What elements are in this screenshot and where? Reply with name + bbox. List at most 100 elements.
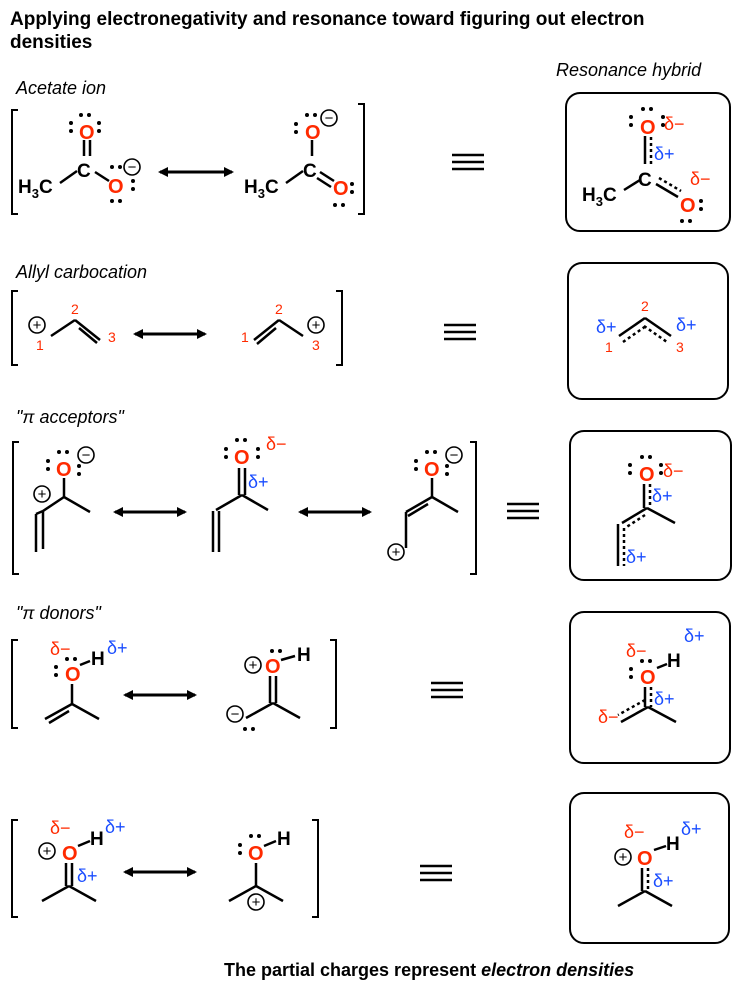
oxygen-atom: O	[637, 848, 653, 870]
acceptor-structure-2: O δ− δ+	[211, 434, 287, 552]
delta-minus-label: δ−	[690, 169, 711, 189]
delta-plus-label: δ+	[681, 819, 702, 839]
allyl-structure-2: + 1 2 3	[241, 301, 325, 353]
bond	[245, 701, 274, 720]
atom-number: 1	[36, 337, 44, 353]
bond	[42, 495, 65, 513]
svg-text:+: +	[619, 849, 628, 866]
allyl-row: + 1 2 3 + 1 2 3 δ+	[11, 262, 729, 400]
methyl-label: H3C	[582, 185, 617, 209]
bond	[50, 318, 76, 338]
hybrid-box	[569, 430, 732, 581]
double-bond	[78, 327, 98, 344]
double-bond	[48, 709, 70, 725]
svg-text:+: +	[392, 544, 401, 561]
section-label-pi-donors: "π donors"	[16, 603, 101, 623]
atom-number: 1	[605, 339, 613, 355]
bond	[79, 659, 91, 667]
oxygen-atom: O	[234, 447, 250, 469]
bond	[431, 495, 459, 514]
bond	[77, 839, 91, 848]
positive-charge-icon: +	[28, 316, 46, 334]
oxygen-atom: O	[640, 117, 656, 139]
bond	[228, 884, 257, 903]
lone-pair-dots	[54, 657, 77, 677]
bracket-right	[312, 819, 319, 918]
acetate-row: H3C C O O − H3C	[11, 92, 731, 232]
double-bond	[316, 176, 332, 189]
partial-bond	[622, 324, 647, 344]
lone-pair-dots	[629, 107, 703, 223]
partial-bond	[658, 176, 682, 193]
pi-donors-row: δ− O H δ+ + O H	[11, 611, 731, 764]
positive-charge-icon: +	[244, 656, 262, 674]
lone-pair-dots	[243, 649, 282, 731]
delta-minus-label: δ−	[624, 822, 645, 842]
oxygen-atom: O	[305, 122, 321, 144]
section-label-acetate: Acetate ion	[16, 78, 107, 98]
resonance-hybrid-label: Resonance hybrid	[556, 60, 702, 80]
atom-number: 3	[676, 339, 684, 355]
lone-pair-dots	[224, 438, 260, 459]
double-bond	[405, 495, 433, 514]
bond	[68, 884, 97, 903]
hydrogen-atom: H	[667, 651, 681, 672]
oxygen-atom: O	[62, 843, 78, 865]
bracket-right	[470, 441, 477, 575]
bond	[263, 839, 277, 848]
atom-number: 2	[641, 298, 649, 314]
methyl-label: H3C	[244, 177, 279, 201]
partial-bond	[624, 513, 646, 530]
delta-plus-label: δ+	[653, 871, 674, 891]
bond	[255, 884, 284, 903]
oxygen-atom: O	[424, 459, 440, 481]
bond	[644, 889, 673, 908]
lone-pair-dots	[69, 113, 135, 203]
lone-pair-dots	[294, 113, 354, 207]
carbon-atom: C	[638, 170, 652, 191]
atom-number: 2	[71, 301, 79, 317]
section-label-pi-acceptors: "π acceptors"	[16, 407, 124, 427]
hybrid-box	[569, 611, 731, 764]
allyl-structure-1: + 1 2 3	[28, 301, 116, 353]
negative-charge-icon: −	[445, 446, 463, 464]
svg-text:−: −	[450, 447, 459, 464]
hydrogen-atom: H	[277, 829, 291, 850]
atom-number: 3	[312, 337, 320, 353]
hybrid-box	[567, 262, 729, 400]
delta-minus-label: δ−	[598, 707, 619, 727]
triple-bar-icon	[444, 323, 476, 341]
oxygen-atom: O	[248, 843, 264, 865]
oxygen-atom: O	[639, 464, 655, 486]
bond	[656, 662, 668, 670]
delta-minus-label: δ−	[50, 639, 71, 659]
page-title: Applying electronegativity and resonance…	[10, 9, 645, 53]
delta-minus-label: δ−	[626, 641, 647, 661]
section-label-allyl: Allyl carbocation	[16, 262, 148, 282]
oxygen-atom: O	[265, 656, 281, 678]
svg-text:+: +	[38, 486, 47, 503]
footer-prefix: The partial charges represent	[224, 960, 482, 980]
negative-charge-icon: −	[123, 158, 141, 176]
atom-number: 1	[241, 329, 249, 345]
bond	[618, 316, 646, 338]
acceptor-structure-3: O − +	[387, 446, 463, 561]
acceptor-hybrid: O δ− δ+ δ+	[616, 455, 684, 567]
bond	[623, 178, 641, 192]
hydrogen-atom: H	[666, 834, 680, 855]
negative-charge-icon: −	[77, 446, 95, 464]
delta-plus-label: δ+	[676, 315, 697, 335]
lone-pair-dots	[414, 450, 449, 476]
positive-charge-icon: +	[247, 893, 265, 911]
acetate-structure-1: H3C C O O −	[18, 113, 141, 203]
donor-structure-1: δ− O H δ+	[44, 638, 128, 725]
footer-caption: The partial charges represent electron d…	[224, 960, 634, 981]
bond	[41, 884, 70, 903]
hydrogen-atom: H	[91, 649, 105, 670]
oxygen-atom: O	[108, 176, 124, 198]
partial-bond	[617, 698, 646, 717]
lone-pair-dots	[46, 450, 81, 476]
bond	[278, 318, 304, 338]
positive-charge-icon: +	[614, 848, 632, 866]
atom-number: 2	[275, 301, 283, 317]
